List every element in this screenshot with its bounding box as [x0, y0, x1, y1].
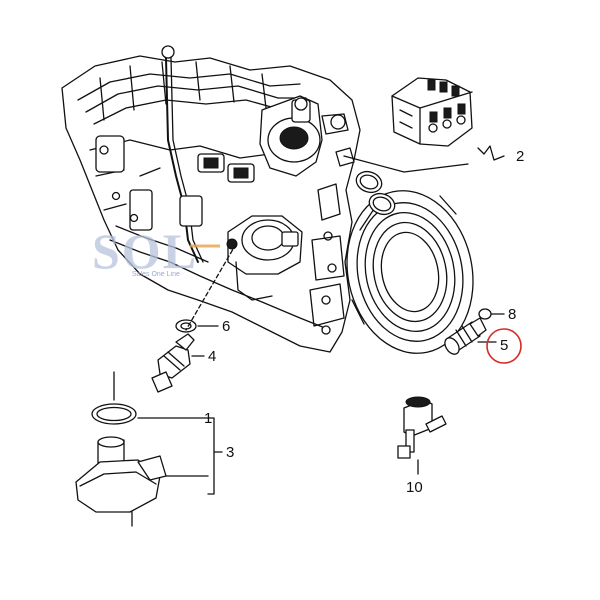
part-8-oring	[478, 308, 505, 320]
callout-5: 5	[500, 337, 508, 354]
callout-1: 1	[204, 410, 212, 427]
callout-10: 10	[406, 479, 423, 496]
ignition-connector-block	[391, 77, 473, 147]
callout-4: 4	[208, 348, 216, 365]
callout-6: 6	[222, 318, 230, 335]
crankshaft-pulley	[346, 190, 474, 354]
callout-3: 3	[226, 444, 234, 461]
seal-rings	[335, 147, 396, 216]
part-4-pressure-switch	[151, 333, 205, 393]
highlight-circle	[486, 328, 522, 364]
watermark-text: SOL	[92, 223, 198, 279]
engine-block	[61, 45, 361, 353]
part-1-oring	[91, 403, 137, 425]
part-3-oil-level-sensor	[75, 436, 209, 527]
part-6-washer	[175, 319, 219, 333]
leader-2	[343, 145, 505, 173]
part-5-sensor	[444, 317, 497, 355]
part-10-valve	[397, 396, 447, 475]
watermark-tagline: Sales One Line	[132, 271, 180, 278]
callout-8: 8	[508, 306, 516, 323]
watermark-logo: SOL Sales One Line	[92, 223, 220, 279]
callout-2: 2	[516, 148, 524, 165]
